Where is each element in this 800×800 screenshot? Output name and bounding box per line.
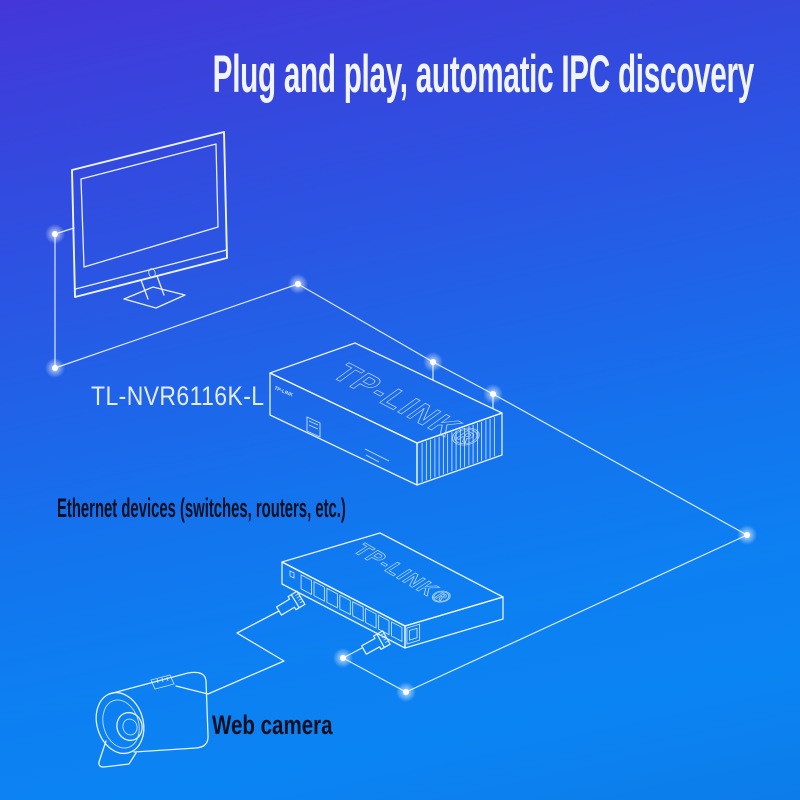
page-title: Plug and play, automatic IPC discovery (212, 45, 755, 104)
monitor-logo-icon (148, 268, 156, 278)
monitor-icon (71, 131, 228, 309)
camera-icon (95, 671, 209, 768)
nvr-front-sticker (306, 416, 321, 438)
camera-ring-inner (102, 699, 140, 749)
camera-body (108, 671, 209, 753)
camera-bracket (98, 740, 137, 768)
ethernet-devices-label: Ethernet devices (switches, routers, etc… (57, 493, 346, 523)
nvr-right-face (416, 412, 503, 486)
camera-top-connector (150, 674, 175, 690)
switch-uplink-port (406, 623, 421, 645)
switch-device-icon: TP-LINK® (281, 532, 504, 649)
connection-node-dot (45, 358, 65, 378)
switch-right-face (404, 596, 504, 649)
switch-led-hole (289, 570, 295, 579)
network-path (54, 233, 748, 693)
connection-node-dot (396, 682, 416, 702)
monitor-chin-line (74, 249, 228, 290)
monitor-frame (71, 131, 228, 298)
connection-node-dot (45, 224, 65, 244)
rj45-plug-camera-icon (275, 590, 306, 616)
connection-node-dot (423, 352, 443, 372)
connection-node-dot (483, 384, 503, 404)
rj45-plug-switch-icon (361, 630, 391, 655)
monitor-stand-neck (140, 275, 165, 300)
switch-ports (300, 574, 403, 643)
switch-brand-logo: TP-LINK® (348, 541, 459, 609)
camera-lens-inner (122, 718, 138, 736)
monitor-screen (80, 143, 219, 268)
connection-lines (54, 227, 748, 693)
nvr-device-icon: TP-LINK® TP-LINK (269, 342, 503, 486)
connection-node-dot (737, 525, 757, 545)
camera-cable (175, 610, 285, 695)
monitor-stand-base (123, 286, 186, 309)
nvr-model-label: TL-NVR6116K-L (91, 381, 265, 411)
camera-lens-icon (116, 711, 143, 742)
nvr-front-model-text (364, 448, 390, 463)
camera-ring-outer (95, 691, 145, 755)
nvr-vent-slats (421, 417, 495, 482)
connection-node-dot (288, 274, 308, 294)
connection-nodes (45, 224, 757, 702)
connection-node-dot (333, 648, 353, 668)
web-camera-label: Web camera (212, 710, 333, 740)
